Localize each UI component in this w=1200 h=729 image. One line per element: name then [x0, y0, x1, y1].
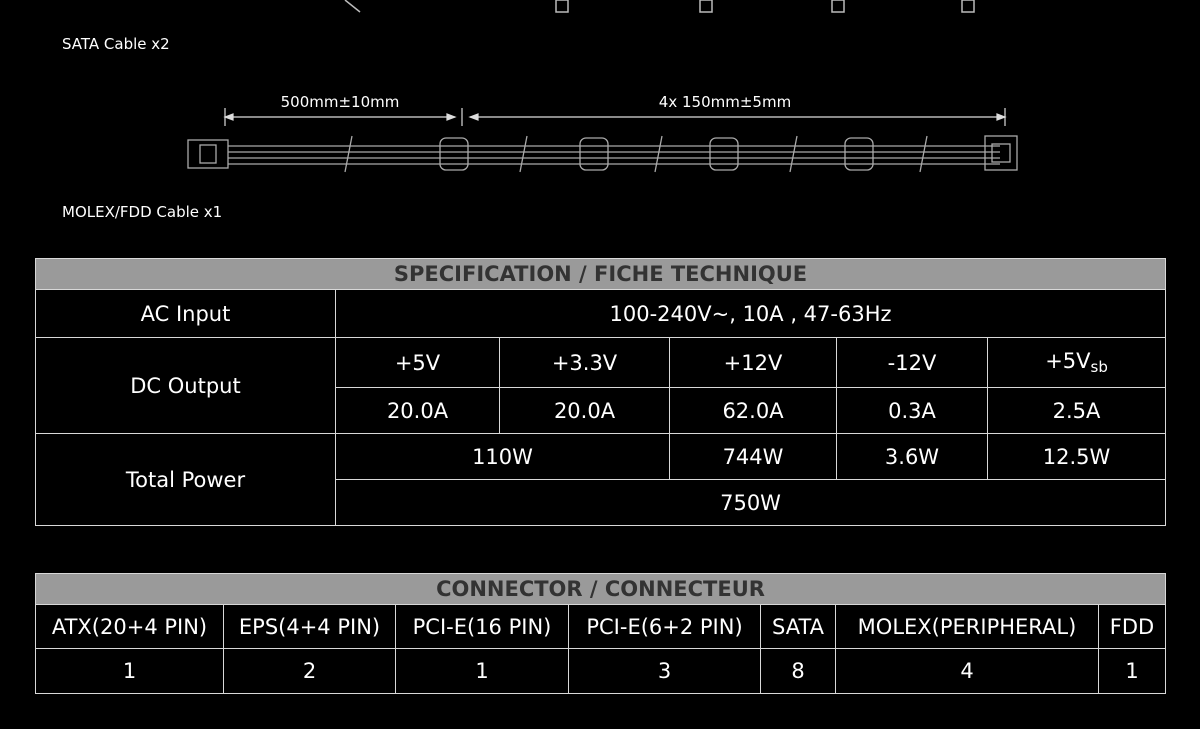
- rail-current: 0.3A: [836, 387, 988, 434]
- total-power-label: Total Power: [35, 433, 336, 526]
- rail-name: +3.3V: [499, 337, 670, 388]
- rail-name: -12V: [836, 337, 988, 388]
- power-12v: 744W: [669, 433, 837, 480]
- connector-header: ATX(20+4 PIN): [35, 604, 224, 649]
- dimension-lines: [223, 108, 1007, 126]
- connector-header: PCI-E(6+2 PIN): [568, 604, 761, 649]
- length-second-label: 4x 150mm±5mm: [659, 93, 791, 111]
- rail-current: 2.5A: [986, 387, 1167, 434]
- sata-cable-caption: SATA Cable x2: [62, 35, 170, 53]
- power-neg12v: 3.6W: [836, 433, 988, 480]
- connector-count: 3: [568, 648, 761, 694]
- power-5v-33v: 110W: [335, 433, 670, 480]
- connector-count: 8: [760, 648, 836, 694]
- connector-count: 1: [395, 648, 569, 694]
- ac-input-value: 100-240V~, 10A , 47-63Hz: [334, 289, 1167, 338]
- specification-table: SPECIFICATION / FICHE TECHNIQUE AC Input…: [34, 258, 1167, 526]
- spec-table-title: SPECIFICATION / FICHE TECHNIQUE: [34, 258, 1167, 290]
- connector-table: CONNECTOR / CONNECTEUR ATX(20+4 PIN) EPS…: [35, 573, 1166, 694]
- connector-count: 1: [35, 648, 224, 694]
- power-5vsb: 12.5W: [986, 433, 1167, 480]
- rail-name-5vsb: +5Vsb: [986, 337, 1167, 388]
- rail-name: +12V: [669, 337, 837, 388]
- connector-table-title: CONNECTOR / CONNECTEUR: [35, 573, 1166, 605]
- connector-header: FDD: [1098, 604, 1166, 649]
- connector-header: EPS(4+4 PIN): [223, 604, 396, 649]
- cable-diagram: 500mm±10mm 4x 150mm±5mm: [187, 0, 1018, 173]
- connector-count: 1: [1098, 648, 1166, 694]
- dc-output-label: DC Output: [35, 337, 336, 434]
- connector-header: MOLEX(PERIPHERAL): [835, 604, 1099, 649]
- connector-header: PCI-E(16 PIN): [395, 604, 569, 649]
- cable-top-stub-lines: [344, 0, 975, 13]
- cable-body: [187, 135, 1018, 173]
- ac-input-label: AC Input: [35, 289, 336, 338]
- length-first-label: 500mm±10mm: [281, 93, 400, 111]
- rail-current: 20.0A: [335, 387, 500, 434]
- rail-current: 20.0A: [499, 387, 670, 434]
- power-total: 750W: [334, 479, 1167, 526]
- connector-header: SATA: [760, 604, 836, 649]
- rail-name: +5V: [335, 337, 500, 388]
- connector-count: 2: [223, 648, 396, 694]
- rail-name-subscript: sb: [1090, 358, 1108, 376]
- connector-count: 4: [835, 648, 1099, 694]
- rail-current: 62.0A: [669, 387, 837, 434]
- rail-name: +5V: [1045, 349, 1091, 373]
- molex-cable-caption: MOLEX/FDD Cable x1: [62, 203, 223, 221]
